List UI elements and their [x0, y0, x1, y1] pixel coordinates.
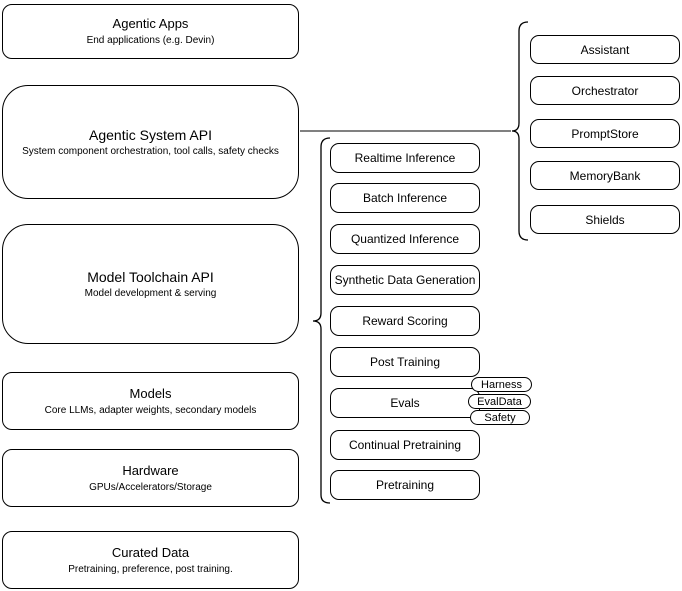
toolchain-item-continual-pretraining: Continual Pretraining [330, 430, 480, 460]
system-component-box-assistant: Assistant [530, 35, 680, 64]
toolchain-item-label: Pretraining [375, 478, 435, 492]
system-component-label: PromptStore [571, 126, 639, 141]
toolchain-item-reward-scoring: Reward Scoring [330, 306, 480, 336]
toolchain-item-realtime-inference: Realtime Inference [330, 143, 480, 173]
layer-title: Curated Data [111, 544, 190, 560]
toolchain-item-label: Evals [390, 396, 420, 410]
layer-subtitle: GPUs/Accelerators/Storage [89, 481, 212, 493]
toolchain-item-label: Realtime Inference [354, 151, 456, 165]
system-component-label: MemoryBank [569, 168, 641, 183]
system-component-box-shields: Shields [530, 205, 680, 234]
layer-subtitle: End applications (e.g. Devin) [86, 35, 215, 46]
system-component-label: Assistant [580, 42, 630, 57]
system-component-label: Shields [585, 212, 625, 227]
layer-box-agentic-system-api: Agentic System API System component orch… [2, 85, 299, 199]
layer-title: Agentic Apps [112, 16, 189, 31]
layer-title: Model Toolchain API [87, 268, 214, 285]
toolchain-item-label: Reward Scoring [362, 314, 448, 328]
toolchain-item-pretraining: Pretraining [330, 470, 480, 500]
toolchain-item-batch-inference: Batch Inference [330, 183, 480, 213]
layer-box-curated-data: Curated Data Pretraining, preference, po… [2, 531, 299, 589]
system-components-brace [511, 21, 529, 241]
toolchain-item-label: Post Training [369, 355, 441, 369]
toolchain-item-label: Batch Inference [362, 191, 448, 205]
toolchain-item-synthetic-data-generation: Synthetic Data Generation [330, 265, 480, 295]
layer-box-agentic-apps: Agentic Apps End applications (e.g. Devi… [2, 4, 299, 59]
layer-title: Agentic System API [89, 126, 212, 143]
layer-box-model-toolchain-api: Model Toolchain API Model development & … [2, 224, 299, 344]
toolchain-brace [312, 137, 331, 504]
layer-subtitle: Pretraining, preference, post training. [68, 563, 233, 575]
eval-tag-label: EvalData [477, 395, 522, 408]
layer-subtitle: System component orchestration, tool cal… [22, 145, 279, 157]
layer-subtitle: Core LLMs, adapter weights, secondary mo… [44, 404, 257, 416]
layer-subtitle: Model development & serving [84, 287, 217, 299]
toolchain-item-label: Synthetic Data Generation [334, 273, 476, 287]
toolchain-item-label: Continual Pretraining [348, 438, 462, 452]
system-component-box-orchestrator: Orchestrator [530, 76, 680, 105]
eval-tag-label: Harness [481, 378, 522, 391]
eval-tag-label: Safety [484, 411, 516, 424]
system-component-box-promptstore: PromptStore [530, 119, 680, 148]
eval-tag-pill-evaldata: EvalData [468, 394, 531, 409]
toolchain-item-quantized-inference: Quantized Inference [330, 224, 480, 254]
system-component-box-memorybank: MemoryBank [530, 161, 680, 190]
layer-title: Models [129, 385, 172, 401]
toolchain-item-evals: Evals [330, 388, 480, 418]
layer-box-hardware: Hardware GPUs/Accelerators/Storage [2, 449, 299, 507]
system-component-label: Orchestrator [571, 83, 639, 98]
toolchain-item-post-training: Post Training [330, 347, 480, 377]
layer-title: Hardware [122, 462, 179, 478]
eval-tag-pill-safety: Safety [470, 410, 530, 425]
eval-tag-pill-harness: Harness [471, 377, 532, 392]
toolchain-item-label: Quantized Inference [350, 232, 460, 246]
layer-box-models: Models Core LLMs, adapter weights, secon… [2, 372, 299, 430]
